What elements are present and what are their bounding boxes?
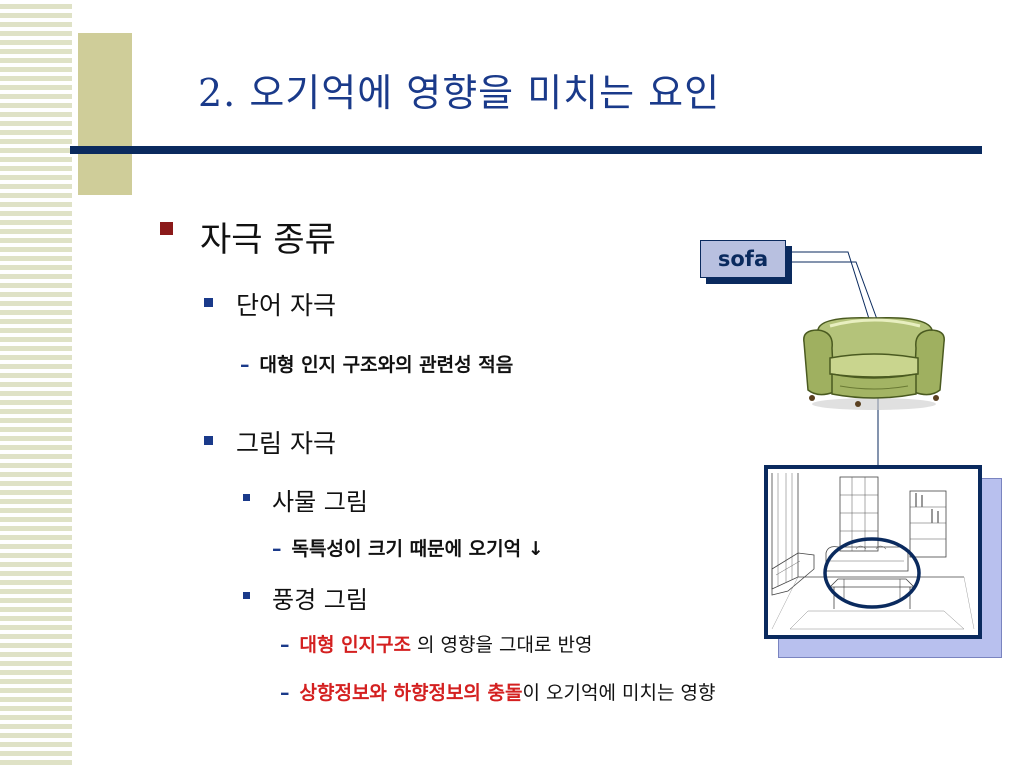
sofa-illustration bbox=[803, 317, 945, 410]
living-room-illustration bbox=[768, 469, 978, 635]
dash-bullet-icon: – bbox=[280, 634, 290, 656]
title-rule bbox=[70, 146, 982, 154]
bullet-word-stimulus: 단어 자극 bbox=[236, 291, 336, 320]
square-bullet-icon bbox=[160, 222, 173, 235]
dash-bullet-icon: – bbox=[272, 538, 282, 560]
dash-bullet-icon: – bbox=[240, 354, 250, 376]
square-bullet-icon bbox=[243, 592, 250, 599]
bullet-picture-stimulus: 그림 자극 bbox=[236, 429, 336, 458]
sofa-label: sofa bbox=[700, 240, 786, 278]
slide-title: 2. 오기억에 영향을 미치는 요인 bbox=[198, 71, 721, 115]
bullet-stimulus-type: 자극 종류 bbox=[200, 220, 336, 260]
square-bullet-icon bbox=[204, 436, 213, 445]
scene-note-1: –대형 인지구조 의 영향을 그대로 반영 bbox=[280, 634, 593, 656]
square-bullet-icon bbox=[243, 494, 250, 501]
square-bullet-icon bbox=[204, 298, 213, 307]
left-stripe-decoration bbox=[0, 0, 72, 768]
bullet-scene-picture: 풍경 그림 bbox=[272, 586, 368, 614]
scene-note-2: –상향정보와 하향정보의 충돌이 오기억에 미치는 영향 bbox=[280, 682, 716, 704]
title-accent-block bbox=[78, 33, 132, 195]
dash-bullet-icon: – bbox=[280, 682, 290, 704]
room-picture-frame bbox=[764, 465, 982, 639]
bullet-object-picture: 사물 그림 bbox=[272, 488, 368, 516]
word-note: –대형 인지 구조와의 관련성 적음 bbox=[240, 354, 514, 376]
object-note: –독특성이 크기 때문에 오기억 ↓ bbox=[272, 538, 544, 560]
